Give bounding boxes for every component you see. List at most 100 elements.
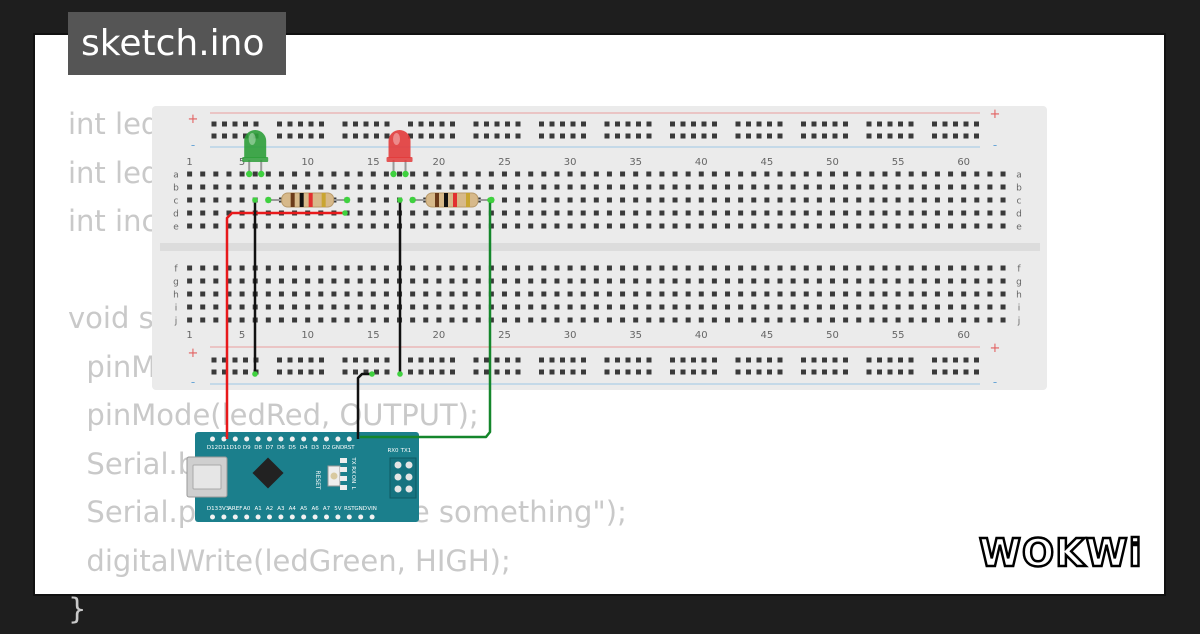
breadboard-hole xyxy=(1000,291,1006,297)
rail-hole xyxy=(570,369,576,375)
breadboard-hole xyxy=(974,210,980,216)
breadboard-hole xyxy=(803,210,809,216)
header-pin xyxy=(244,514,250,520)
breadboard-hole xyxy=(882,265,888,271)
column-label: 50 xyxy=(826,157,839,168)
breadboard-hole xyxy=(777,265,783,271)
breadboard-hole xyxy=(567,197,573,203)
breadboard-hole xyxy=(593,210,599,216)
rail-hole xyxy=(822,133,827,139)
rail-hole xyxy=(211,133,217,139)
rail-hole xyxy=(570,121,576,127)
header-pin xyxy=(221,436,227,442)
breadboard-hole xyxy=(475,265,481,271)
breadboard-hole xyxy=(1000,265,1006,271)
led-rim xyxy=(242,157,269,162)
breadboard-hole xyxy=(239,184,245,190)
rail-hole xyxy=(932,369,937,375)
breadboard-hole xyxy=(751,223,757,229)
breadboard-hole xyxy=(226,278,232,284)
breadboard-hole xyxy=(803,304,809,310)
header-pin xyxy=(312,436,318,442)
column-label: 35 xyxy=(629,157,642,168)
column-label: 10 xyxy=(301,157,314,168)
rail-hole xyxy=(898,357,903,363)
breadboard-hole xyxy=(738,197,744,203)
breadboard-hole xyxy=(921,171,927,177)
breadboard-hole xyxy=(751,304,757,310)
rail-hole xyxy=(908,369,914,375)
rail-hole xyxy=(473,357,479,363)
breadboard-hole xyxy=(580,197,586,203)
breadboard-hole xyxy=(843,304,849,310)
breadboard-hole xyxy=(554,223,560,229)
breadboard-hole xyxy=(659,223,665,229)
breadboard-hole xyxy=(344,317,350,323)
breadboard-hole xyxy=(501,171,507,177)
breadboard-hole xyxy=(921,278,927,284)
breadboard-hole xyxy=(436,304,442,310)
rail-hole xyxy=(374,133,379,139)
breadboard-hole xyxy=(252,171,258,177)
rail-hole xyxy=(691,369,696,375)
breadboard-hole xyxy=(711,184,717,190)
breadboard-hole xyxy=(423,171,429,177)
breadboard-hole xyxy=(475,223,481,229)
breadboard-hole xyxy=(226,304,232,310)
breadboard-hole xyxy=(357,223,363,229)
breadboard-hole xyxy=(711,265,717,271)
breadboard-hole xyxy=(397,184,403,190)
breadboard-hole xyxy=(488,291,494,297)
breadboard-hole xyxy=(449,304,455,310)
breadboard-hole xyxy=(764,317,770,323)
breadboard-hole xyxy=(974,278,980,284)
breadboard-hole xyxy=(501,317,507,323)
breadboard-hole xyxy=(790,291,796,297)
breadboard-hole xyxy=(829,184,835,190)
breadboard-hole xyxy=(239,317,245,323)
rail-hole xyxy=(646,133,652,139)
breadboard-hole xyxy=(606,171,612,177)
rail-hole xyxy=(670,357,675,363)
breadboard-hole xyxy=(751,265,757,271)
rail-hole xyxy=(822,357,827,363)
breadboard-hole xyxy=(738,184,744,190)
rail-hole xyxy=(777,133,783,139)
breadboard-hole xyxy=(344,171,350,177)
breadboard-hole xyxy=(948,265,954,271)
column-label: 20 xyxy=(433,330,446,341)
breadboard-hole xyxy=(869,210,875,216)
breadboard-hole xyxy=(357,317,363,323)
rail-hole xyxy=(646,357,652,363)
breadboard-hole xyxy=(449,265,455,271)
rail-hole xyxy=(439,357,445,363)
rail-hole xyxy=(866,369,872,375)
resistor xyxy=(265,192,351,208)
status-led xyxy=(340,476,347,481)
rail-hole xyxy=(287,357,293,363)
rail-hole xyxy=(384,133,390,139)
pin-label: D4 xyxy=(300,445,308,451)
file-tab[interactable]: sketch.ino xyxy=(68,12,286,75)
breadboard-hole xyxy=(187,223,193,229)
rail-hole xyxy=(866,121,872,127)
resistor-body xyxy=(425,192,479,208)
rail-hole xyxy=(319,121,324,127)
header-pin xyxy=(346,436,352,442)
breadboard-hole xyxy=(1000,278,1006,284)
breadboard-hole xyxy=(239,197,245,203)
rail-hole xyxy=(615,121,620,127)
rail-hole xyxy=(877,133,882,139)
rail-hole xyxy=(670,121,675,127)
breadboard-hole xyxy=(764,291,770,297)
rail-hole xyxy=(767,133,772,139)
breadboard-hole xyxy=(580,210,586,216)
rail-hole xyxy=(777,121,783,127)
breadboard-hole xyxy=(790,171,796,177)
breadboard-hole xyxy=(292,265,298,271)
rail-hole xyxy=(342,369,348,375)
pin-label: A3 xyxy=(277,506,285,512)
rail-hole xyxy=(243,357,248,363)
breadboard-hole xyxy=(370,317,376,323)
breadboard-hole xyxy=(829,317,835,323)
